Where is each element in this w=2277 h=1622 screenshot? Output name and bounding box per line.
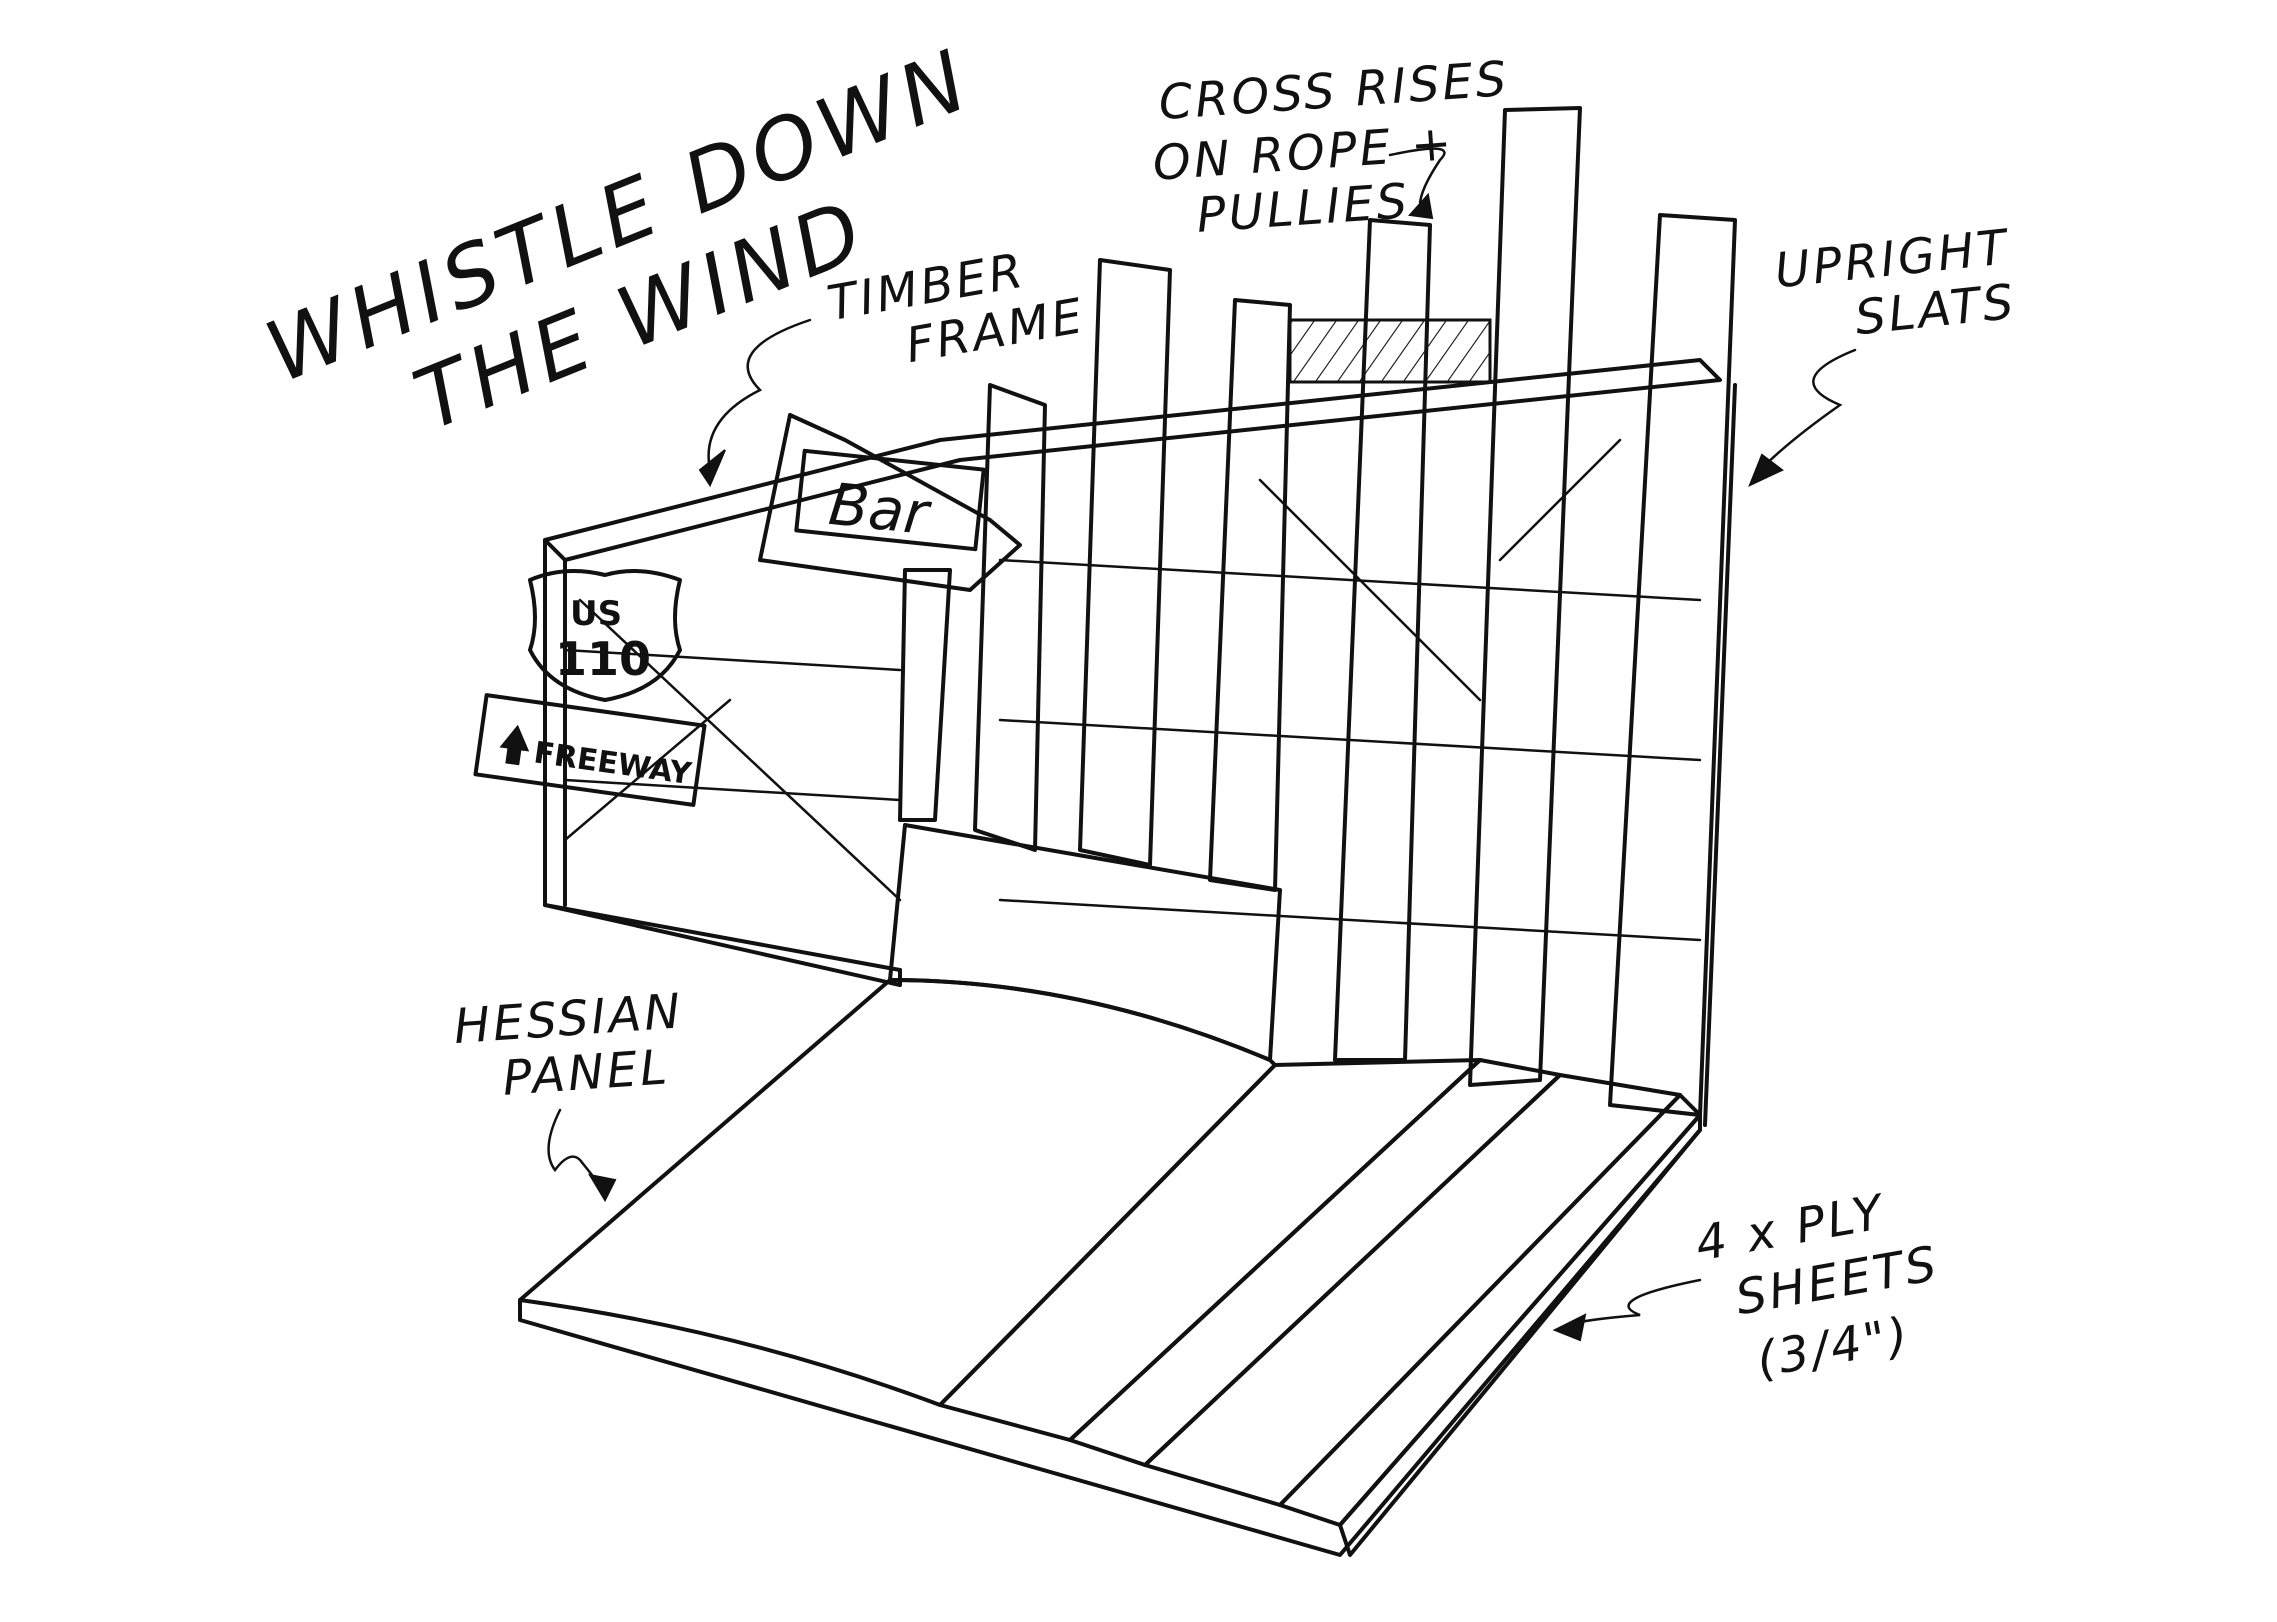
cross-rises-line-1: CROSS RISES xyxy=(1157,51,1511,131)
timber-frame-arrow xyxy=(707,318,812,472)
timber-frame xyxy=(543,318,1722,987)
upright-slats xyxy=(973,106,1737,1127)
cross-rises-arrow xyxy=(1388,147,1446,207)
bar-sign-text: Bar xyxy=(826,470,935,548)
label-hessian-panel: HESSIAN PANEL xyxy=(452,983,685,1107)
hessian-panel-line-2: PANEL xyxy=(501,1039,672,1107)
upright-slats-arrowhead xyxy=(1748,453,1784,487)
hessian-back-panel xyxy=(888,823,1282,1062)
ply-sheets-arrowhead xyxy=(1552,1313,1587,1342)
stage-floor xyxy=(518,978,1702,1557)
upright-slats-arrow xyxy=(1758,348,1857,472)
timber-frame-arrowhead xyxy=(698,449,726,488)
cross-rises-arrowhead xyxy=(1407,192,1434,220)
shield-top-text: US xyxy=(570,594,622,634)
highway-signs: US 110 FREEWAY xyxy=(473,569,707,807)
hessian-panel-arrow xyxy=(547,1108,602,1187)
label-upright-slats: UPRIGHT SLATS xyxy=(1772,219,2019,346)
label-cross-rises: CROSS RISES ON ROPE + PULLIES xyxy=(1151,51,1511,244)
hessian-panel-arrowhead xyxy=(587,1173,617,1203)
label-ply-sheets: 4 x PLY SHEETS (3/4") xyxy=(1692,1184,1944,1389)
ply-sheets-arrow xyxy=(1568,1278,1702,1327)
shield-number-text: 110 xyxy=(555,632,651,686)
bar-signpost: Bar xyxy=(758,413,1022,822)
